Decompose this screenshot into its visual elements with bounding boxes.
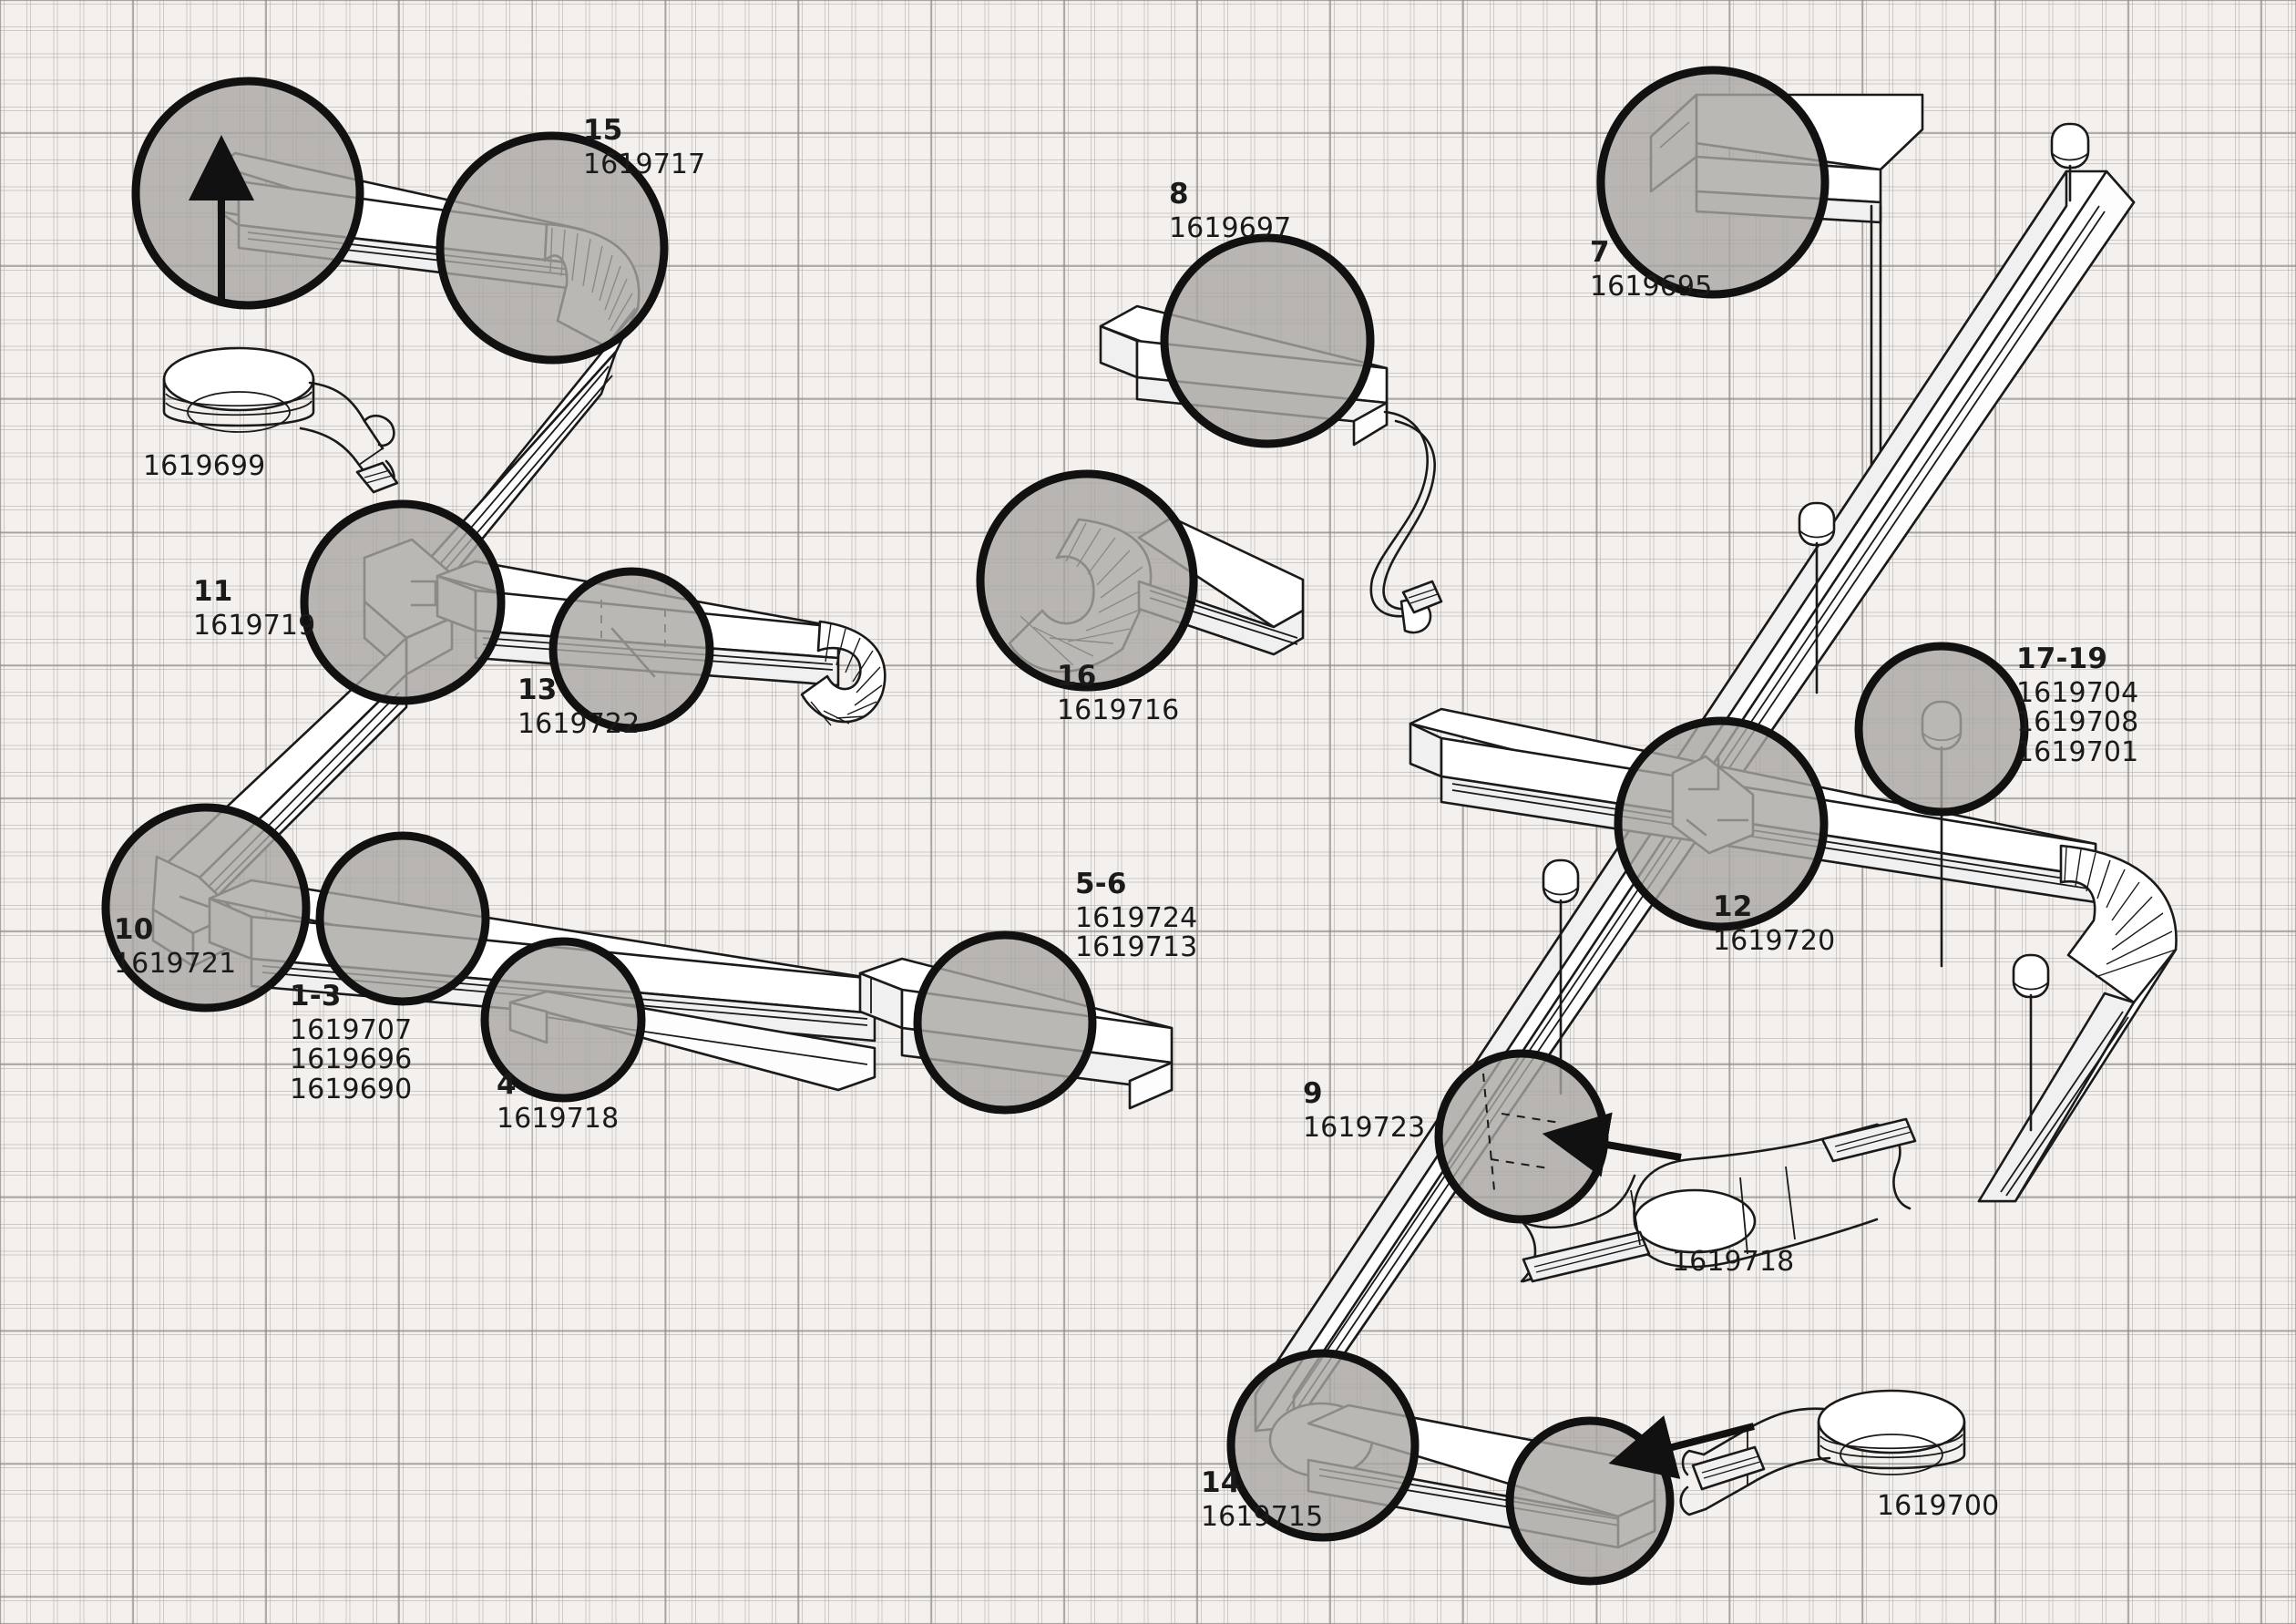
callout-index: 10 (114, 913, 154, 946)
part-number: 1619695 (1590, 270, 1713, 303)
arrow-to-1619718 (1542, 1112, 1682, 1177)
callout-index: 13 (518, 673, 558, 706)
tape-roll-1619700 (1679, 1389, 1966, 1516)
callout-index: 4 (497, 1068, 517, 1101)
magnifier-15-endcap (131, 77, 364, 310)
part-number: 1619720 (1713, 924, 1836, 957)
tape-roll-1619699 (162, 346, 399, 494)
connector-1619718-right (1520, 1117, 1917, 1283)
magnifier-7-endfeed (1596, 66, 1830, 299)
magnifier-14-feed (1226, 1349, 1420, 1542)
magnifier-14-endcap (1505, 1416, 1675, 1586)
part-number: 1619713 (1075, 931, 1198, 964)
part-number: 1619701 (2016, 735, 2139, 768)
part-number: 1619717 (583, 148, 706, 180)
callout-index: 11 (193, 575, 233, 608)
part-number: 1619719 (193, 609, 316, 642)
callout-index: 1-3 (290, 980, 342, 1012)
part-number: 1619699 (143, 450, 266, 482)
magnifier-15-bend (436, 131, 669, 365)
callout-1619718: 1619718 (1672, 1246, 1795, 1279)
callout-index: 14 (1201, 1466, 1241, 1499)
magnifier-17-19-rod (1854, 642, 2029, 817)
part-number: 1619721 (114, 947, 237, 980)
magnifier-1-3-track (315, 831, 490, 1006)
part-number: 1619700 (1877, 1490, 2000, 1522)
arrow-to-1619700 (1608, 1415, 1755, 1479)
part-number: 1619708 (2016, 706, 2139, 739)
magnifier-16-flexbend (976, 469, 1198, 692)
callout-arrows (189, 135, 1755, 1479)
part-number: 1619718 (1672, 1246, 1795, 1278)
part-number: 1619697 (1169, 211, 1292, 244)
callout-index: 15 (583, 114, 623, 147)
part-number: 1619707 (290, 1013, 413, 1046)
suspension-rod-mid-right (1798, 501, 1836, 694)
magnifier-8-connector (1160, 233, 1375, 448)
magnifier-10-corner (101, 803, 311, 1012)
callout-index: 5-6 (1075, 868, 1127, 900)
magnifier-12-crossover (1614, 716, 1829, 931)
suspension-rod-lower-right (2012, 953, 2050, 1132)
magnifier-5-6-joiner (913, 930, 1097, 1115)
part-number: 1619716 (1057, 694, 1180, 726)
part-number: 1619724 (1075, 901, 1198, 934)
callout-1619699: 1619699 (143, 450, 266, 483)
callout-index: 8 (1169, 178, 1189, 211)
suspension-rod-top-right (2050, 122, 2090, 202)
magnifier-circles (101, 66, 2029, 1586)
magnifier-13-joiner (548, 567, 714, 733)
part-number: 1619722 (518, 707, 641, 740)
callout-index: 9 (1303, 1077, 1323, 1110)
part-number: 1619690 (290, 1073, 413, 1105)
callout-index: 7 (1590, 236, 1610, 269)
flex-bend-right-lower (1977, 844, 2178, 1203)
part-number: 1619715 (1201, 1500, 1324, 1533)
magnifier-11-tjoint (300, 499, 506, 705)
part-number: 1619704 (2016, 676, 2139, 709)
part-number: 1619723 (1303, 1111, 1426, 1144)
magnifier-4-channel (480, 937, 646, 1103)
callout-1619700: 1619700 (1877, 1490, 2000, 1523)
magnifier-9-contact (1434, 1049, 1609, 1224)
callout-index: 12 (1713, 890, 1753, 923)
part-number: 1619696 (290, 1043, 413, 1076)
callout-index: 16 (1057, 660, 1097, 693)
callout-index: 17-19 (2016, 642, 2108, 675)
part-number: 1619718 (497, 1102, 620, 1135)
